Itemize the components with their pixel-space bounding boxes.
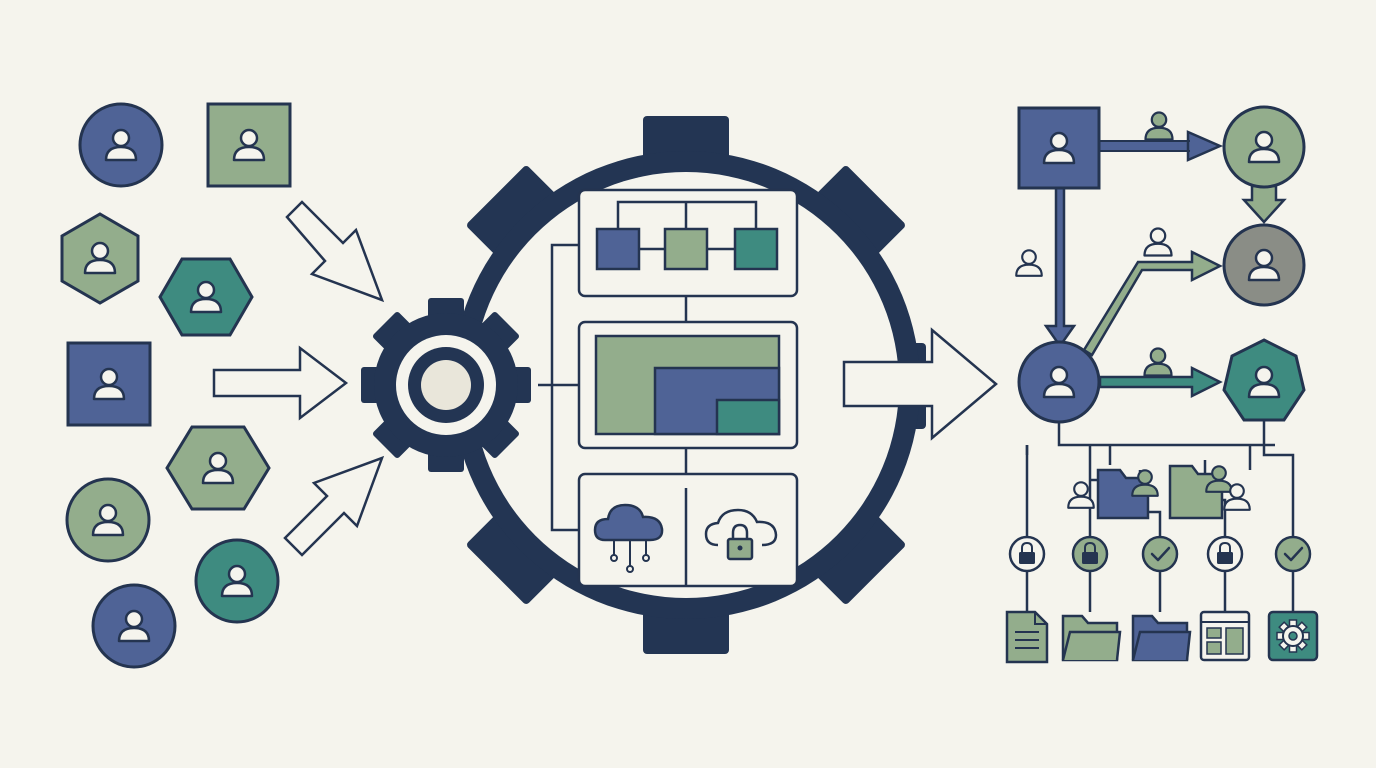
lock-badge — [1071, 535, 1109, 573]
role-node — [1017, 340, 1101, 424]
user-token — [194, 538, 280, 624]
cloud-services-panel — [577, 472, 799, 588]
folder-icon — [1061, 614, 1122, 662]
org-node — [663, 227, 709, 271]
org-node — [595, 227, 641, 271]
user-token — [66, 341, 152, 427]
user-token — [60, 212, 140, 305]
permission-tree — [1025, 420, 1295, 612]
input-arrow — [283, 455, 385, 557]
access-badges — [1008, 535, 1312, 573]
document-icon — [1005, 610, 1049, 664]
org-chart-panel — [577, 188, 799, 298]
role-node — [1222, 338, 1306, 422]
cloud-lock-icon — [704, 508, 778, 561]
lock-icon — [1217, 541, 1233, 564]
output-arrow — [842, 327, 998, 441]
user-icon — [1144, 111, 1174, 141]
role-node — [1017, 106, 1101, 190]
lock-icon — [1082, 541, 1098, 564]
user-icon — [1015, 249, 1043, 277]
input-arrows — [212, 200, 385, 557]
check-badge — [1274, 535, 1312, 573]
input-arrow — [212, 345, 349, 421]
shared-folder-cluster — [1067, 468, 1159, 520]
settings-gear-icon — [1267, 610, 1319, 662]
check-icon — [1150, 546, 1171, 562]
user-token — [158, 257, 254, 337]
lock-badge — [1008, 535, 1046, 573]
hub-connectors — [538, 243, 688, 532]
resource-icons — [1005, 610, 1319, 664]
lock-badge — [1206, 535, 1244, 573]
small-gear-icon — [361, 298, 531, 472]
user-token — [78, 102, 164, 188]
role-node — [1222, 105, 1306, 189]
app-window-icon — [1199, 610, 1251, 662]
user-token — [65, 477, 151, 563]
input-arrow — [285, 200, 385, 303]
cloud-network-icon — [593, 503, 664, 573]
role-hierarchy — [1015, 105, 1306, 612]
user-token — [91, 583, 177, 669]
user-token — [165, 425, 271, 511]
folder-icon — [1131, 614, 1192, 662]
user-token — [206, 102, 292, 188]
role-node — [1222, 223, 1306, 307]
user-icon — [1143, 347, 1173, 377]
shared-folder-cluster — [1168, 464, 1251, 520]
check-icon — [1283, 546, 1304, 562]
dashboard-panel — [577, 320, 799, 450]
input-users-group — [60, 102, 292, 669]
lock-icon — [1019, 541, 1035, 564]
user-icon — [1143, 227, 1173, 257]
check-badge — [1141, 535, 1179, 573]
org-node — [733, 227, 779, 271]
